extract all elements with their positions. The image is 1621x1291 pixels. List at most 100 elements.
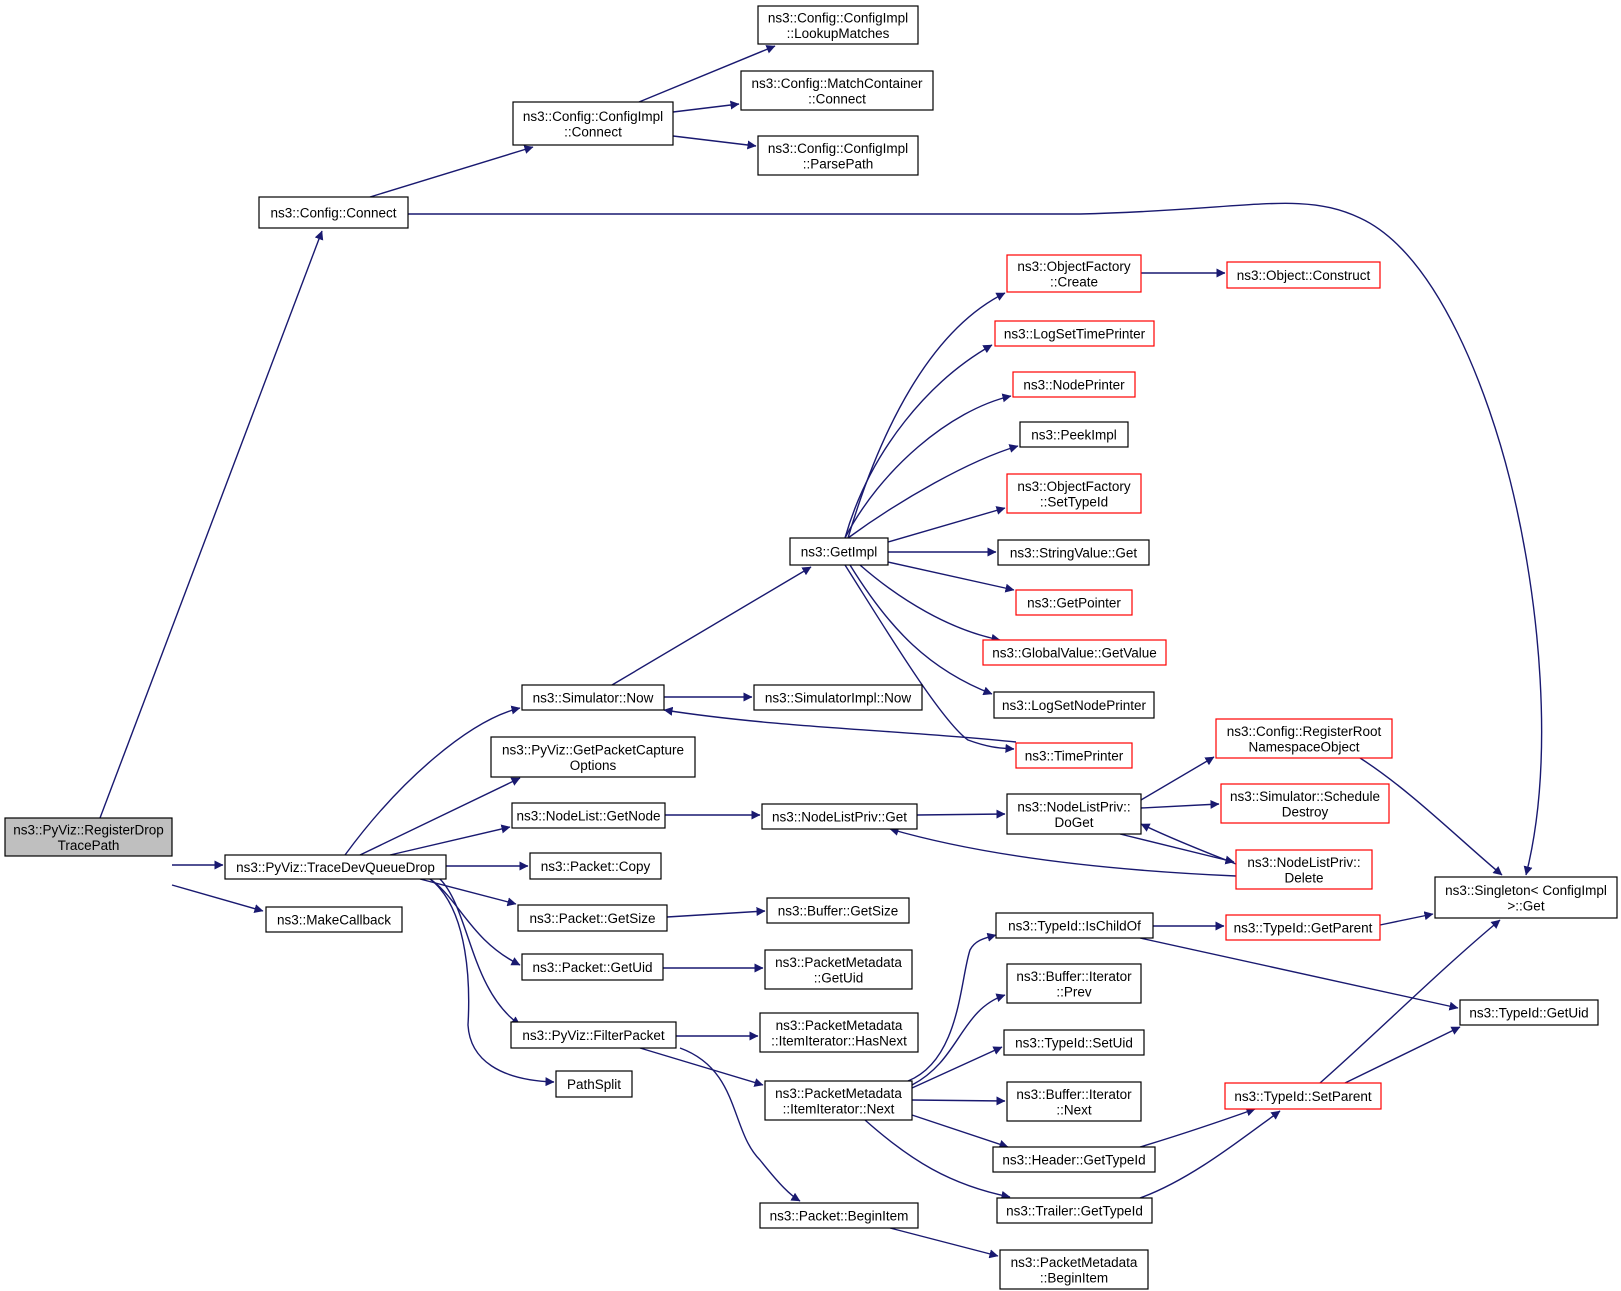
node-box[interactable] xyxy=(1224,1082,1382,1110)
node-logsettimeprinter[interactable]: ns3::LogSetTimePrinter xyxy=(994,320,1155,347)
node-box[interactable] xyxy=(1235,849,1373,890)
node-box[interactable] xyxy=(1225,914,1381,941)
node-objectfactory-settypeid[interactable]: ns3::ObjectFactory::SetTypeId xyxy=(1006,473,1142,514)
node-box[interactable] xyxy=(753,684,923,711)
node-box[interactable] xyxy=(4,817,173,857)
node-box[interactable] xyxy=(521,684,665,711)
node-box[interactable] xyxy=(764,949,913,990)
node-tracedevqueuedrop[interactable]: ns3::PyViz::TraceDevQueueDrop xyxy=(224,854,447,880)
node-typeid-getparent[interactable]: ns3::TypeId::GetParent xyxy=(1225,914,1381,941)
node-box[interactable] xyxy=(1006,1081,1142,1122)
node-singleton-get[interactable]: ns3::Singleton< ConfigImpl >::Get xyxy=(1434,876,1618,919)
node-globalvalue-getvalue[interactable]: ns3::GlobalValue::GetValue xyxy=(982,639,1167,666)
node-box[interactable] xyxy=(1015,589,1133,616)
node-box[interactable] xyxy=(1215,718,1393,759)
node-packetmetadata-getuid[interactable]: ns3::PacketMetadata::GetUid xyxy=(764,949,913,990)
node-box[interactable] xyxy=(757,5,919,45)
node-getpointer[interactable]: ns3::GetPointer xyxy=(1015,589,1133,616)
node-box[interactable] xyxy=(994,320,1155,347)
node-typeid-ischildof[interactable]: ns3::TypeId::IsChildOf xyxy=(995,912,1154,939)
node-nodelist-getnode[interactable]: ns3::NodeList::GetNode xyxy=(511,802,666,829)
node-box[interactable] xyxy=(766,897,910,924)
node-header-gettypeid[interactable]: ns3::Header::GetTypeId xyxy=(992,1146,1156,1173)
node-box[interactable] xyxy=(1003,1029,1145,1056)
node-box[interactable] xyxy=(1019,421,1129,448)
node-nodelistpriv-delete[interactable]: ns3::NodeListPriv::Delete xyxy=(1235,849,1373,890)
node-peekimpl[interactable]: ns3::PeekImpl xyxy=(1019,421,1129,448)
node-box[interactable] xyxy=(761,803,918,830)
node-trailer-gettypeid[interactable]: ns3::Trailer::GetTypeId xyxy=(996,1197,1153,1224)
node-timeprinter[interactable]: ns3::TimePrinter xyxy=(1015,742,1133,769)
node-box[interactable] xyxy=(521,953,664,981)
node-configimpl-connect[interactable]: ns3::Config::ConfigImpl::Connect xyxy=(512,101,674,146)
node-simulatorimpl-now[interactable]: ns3::SimulatorImpl::Now xyxy=(753,684,923,711)
node-box[interactable] xyxy=(1015,742,1133,769)
node-bufferiterator-next[interactable]: ns3::Buffer::Iterator::Next xyxy=(1006,1081,1142,1122)
node-parsepath[interactable]: ns3::Config::ConfigImpl::ParsePath xyxy=(757,135,919,176)
node-box[interactable] xyxy=(555,1070,633,1098)
node-filterpacket[interactable]: ns3::PyViz::FilterPacket xyxy=(510,1021,677,1049)
node-packet-copy[interactable]: ns3::Packet::Copy xyxy=(529,852,662,880)
node-box[interactable] xyxy=(789,537,889,566)
node-box[interactable] xyxy=(529,852,662,880)
node-nodelistpriv-get[interactable]: ns3::NodeListPriv::Get xyxy=(761,803,918,830)
node-simulator-now[interactable]: ns3::Simulator::Now xyxy=(521,684,665,711)
node-box[interactable] xyxy=(1006,473,1142,514)
node-packet-beginitem[interactable]: ns3::Packet::BeginItem xyxy=(759,1202,919,1229)
node-getimpl[interactable]: ns3::GetImpl xyxy=(789,537,889,566)
node-typeid-setparent[interactable]: ns3::TypeId::SetParent xyxy=(1224,1082,1382,1110)
node-typeid-setuid[interactable]: ns3::TypeId::SetUid xyxy=(1003,1029,1145,1056)
node-box[interactable] xyxy=(757,135,919,176)
node-box[interactable] xyxy=(996,1197,1153,1224)
node-packetmetadata-beginitem[interactable]: ns3::PacketMetadata::BeginItem xyxy=(999,1249,1149,1290)
node-box[interactable] xyxy=(258,196,409,229)
node-box[interactable] xyxy=(995,912,1154,939)
node-bufferiterator-prev[interactable]: ns3::Buffer::Iterator::Prev xyxy=(1006,963,1142,1004)
node-box[interactable] xyxy=(1012,371,1136,398)
node-box[interactable] xyxy=(740,70,934,111)
node-box[interactable] xyxy=(511,802,666,829)
node-packet-getuid[interactable]: ns3::Packet::GetUid xyxy=(521,953,664,981)
node-box[interactable] xyxy=(1434,876,1618,919)
node-box[interactable] xyxy=(1226,261,1381,289)
node-box[interactable] xyxy=(1459,999,1599,1026)
node-box[interactable] xyxy=(764,1080,913,1121)
node-config-connect[interactable]: ns3::Config::Connect xyxy=(258,196,409,229)
node-box[interactable] xyxy=(993,691,1155,719)
node-box[interactable] xyxy=(1220,783,1390,824)
node-packet-getsize[interactable]: ns3::Packet::GetSize xyxy=(517,904,668,932)
node-box[interactable] xyxy=(982,639,1167,666)
node-box[interactable] xyxy=(999,1249,1149,1290)
node-itemiterator-hasnext[interactable]: ns3::PacketMetadata::ItemIterator::HasNe… xyxy=(759,1012,919,1053)
node-box[interactable] xyxy=(997,539,1150,566)
node-itemiterator-next[interactable]: ns3::PacketMetadata::ItemIterator::Next xyxy=(764,1080,913,1121)
node-typeid-getuid[interactable]: ns3::TypeId::GetUid xyxy=(1459,999,1599,1026)
node-box[interactable] xyxy=(1006,963,1142,1004)
node-makecallback[interactable]: ns3::MakeCallback xyxy=(265,906,403,933)
node-objectfactory-create[interactable]: ns3::ObjectFactory::Create xyxy=(1006,254,1142,293)
node-box[interactable] xyxy=(512,101,674,146)
node-object-construct[interactable]: ns3::Object::Construct xyxy=(1226,261,1381,289)
node-box[interactable] xyxy=(224,854,447,880)
node-matchcontainer-connect[interactable]: ns3::Config::MatchContainer::Connect xyxy=(740,70,934,111)
node-box[interactable] xyxy=(510,1021,677,1049)
node-logsetnodeprinter[interactable]: ns3::LogSetNodePrinter xyxy=(993,691,1155,719)
node-box[interactable] xyxy=(265,906,403,933)
node-box[interactable] xyxy=(517,904,668,932)
node-box[interactable] xyxy=(1006,254,1142,293)
node-buffer-getsize[interactable]: ns3::Buffer::GetSize xyxy=(766,897,910,924)
node-box[interactable] xyxy=(490,736,696,778)
node-nodeprinter[interactable]: ns3::NodePrinter xyxy=(1012,371,1136,398)
node-lookupmatches[interactable]: ns3::Config::ConfigImpl::LookupMatches xyxy=(757,5,919,45)
node-pathsplit[interactable]: PathSplit xyxy=(555,1070,633,1098)
node-box[interactable] xyxy=(1006,793,1142,835)
node-nodelistpriv-doget[interactable]: ns3::NodeListPriv::DoGet xyxy=(1006,793,1142,835)
node-box[interactable] xyxy=(759,1012,919,1053)
node-box[interactable] xyxy=(992,1146,1156,1173)
node-box[interactable] xyxy=(759,1202,919,1229)
node-stringvalue-get[interactable]: ns3::StringValue::Get xyxy=(997,539,1150,566)
